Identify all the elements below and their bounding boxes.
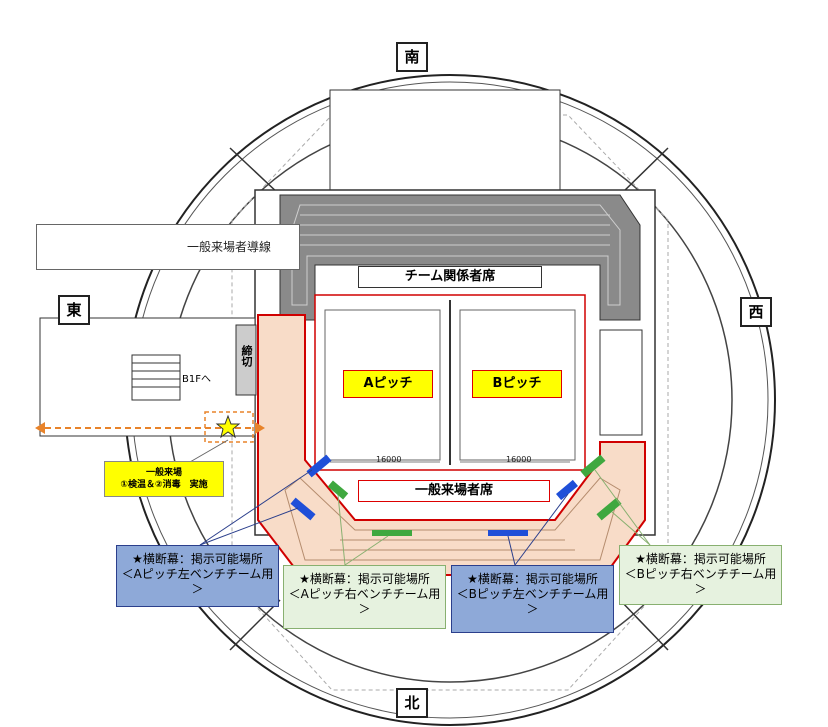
banner-a-left-1 [306, 454, 332, 478]
callout-a-left-line2: ＜Aピッチ左ベンチチーム用＞ [121, 567, 274, 596]
callout-a-right-line2: ＜Aピッチ右ベンチチーム用＞ [288, 587, 441, 616]
legend-box: 一般来場者導線 [36, 224, 300, 270]
route-arrow-left [35, 422, 45, 434]
pitch-a-label: Aピッチ [343, 370, 433, 398]
lower-stand-rows [284, 477, 621, 561]
compass-west: 西 [740, 297, 772, 327]
pitch-b-label: Bピッチ [472, 370, 562, 398]
banner-b-right-2 [596, 497, 622, 521]
pointer-b-left [507, 535, 516, 566]
team-seats-label: チーム関係者席 [358, 266, 542, 288]
note-pointer [189, 439, 229, 463]
legend-label: 一般来場者導線 [187, 240, 272, 254]
staircase [131, 354, 181, 401]
route-arrow-right [255, 422, 265, 434]
checkpoint-area [204, 411, 254, 443]
pointer-a-left [199, 469, 313, 546]
callout-a-right: ★横断幕：掲示可能場所 ＜Aピッチ右ベンチチーム用＞ [283, 565, 446, 629]
compass-north: 北 [396, 688, 428, 718]
b1f-label: B1Fへ [182, 374, 211, 385]
pointer-a-right-2 [344, 535, 389, 566]
banner-b-right-1 [580, 454, 606, 478]
pointer-b-left-2 [514, 493, 569, 566]
callout-b-right-line2: ＜Bピッチ右ベンチチーム用＞ [624, 567, 777, 596]
callout-b-right: ★横断幕：掲示可能場所 ＜Bピッチ右ベンチチーム用＞ [619, 545, 782, 605]
callout-a-left-line1: ★横断幕：掲示可能場所 [132, 552, 263, 566]
compass-south: 南 [396, 42, 428, 72]
banner-b-left-2 [556, 479, 578, 501]
dimension-b: 16000 [506, 455, 532, 464]
pointer-a-left-2 [199, 507, 299, 546]
star-icon [215, 414, 241, 439]
callout-b-left-line1: ★横断幕：掲示可能場所 [467, 572, 598, 586]
pointer-b-right-2 [611, 511, 651, 546]
banner-b-left-1 [488, 530, 528, 536]
checkpoint-note-line2: ①検温＆②消毒 実施 [120, 480, 208, 490]
callout-a-right-line1: ★横断幕：掲示可能場所 [299, 572, 430, 586]
south-corridor [329, 89, 561, 191]
callout-b-left-line2: ＜Bピッチ左ベンチチーム用＞ [456, 587, 609, 616]
court-b-outline [459, 309, 576, 461]
callout-b-right-line1: ★横断幕：掲示可能場所 [635, 552, 766, 566]
callout-b-left: ★横断幕：掲示可能場所 ＜Bピッチ左ベンチチーム用＞ [451, 565, 614, 633]
west-entrance [599, 329, 643, 436]
team-stand-rows [291, 204, 621, 306]
banner-a-left-2 [290, 497, 316, 521]
spoke-sw [229, 599, 281, 651]
checkpoint-note: 一般来場 ①検温＆②消毒 実施 [104, 461, 224, 497]
callout-a-left: ★横断幕：掲示可能場所 ＜Aピッチ左ベンチチーム用＞ [116, 545, 279, 607]
pointer-a-right [337, 494, 346, 566]
pointer-b-right [594, 469, 651, 546]
spoke-nw [229, 147, 281, 196]
east-entrance [39, 317, 256, 437]
court-a-outline [324, 309, 441, 461]
banner-a-right-2 [372, 530, 412, 536]
closed-label: 締切 [240, 345, 253, 367]
checkpoint-note-line1: 一般来場 [145, 468, 182, 478]
spoke-se [619, 599, 669, 651]
general-seats-label: 一般来場者席 [358, 480, 550, 502]
closed-area [235, 324, 257, 396]
dimension-a: 16000 [376, 455, 402, 464]
spoke-ne [619, 147, 669, 196]
banner-a-right-1 [327, 480, 349, 500]
compass-east: 東 [58, 295, 90, 325]
